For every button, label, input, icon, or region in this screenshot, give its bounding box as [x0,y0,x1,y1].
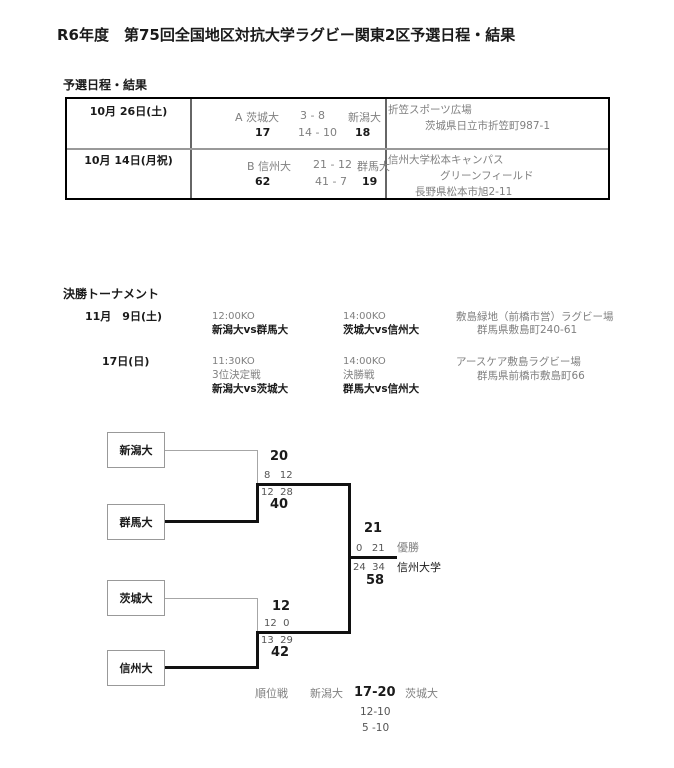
bracket-team-name: 群馬大 [119,516,153,529]
team-name: 新潟大 [348,111,381,124]
bracket-team-box: 茨城大 [107,580,165,616]
venue-name: 折笠スポーツ広場 [388,104,472,116]
total-score: 19 [362,175,378,188]
match-teams: 新潟大vs茨城大 [212,383,289,395]
bracket-line-advance [256,631,350,634]
bracket-line-loser-stub [165,598,257,599]
venue-name-2: グリーンフィールド [440,170,534,182]
score-total: 21 [364,521,383,536]
table-divider-horizontal [67,148,608,150]
venue-name: アースケア敷島ラグビー場 [456,356,581,368]
match-teams: 群馬大vs信州大 [343,383,420,395]
placement-label: 順位戦 [255,687,288,700]
placement-team: 茨城大 [405,687,438,700]
placement-half-score: 12-10 [360,706,391,718]
kickoff-time: 11:30KO [212,356,255,367]
bracket-team-name: 茨城大 [119,592,153,605]
placement-team: 新潟大 [310,687,343,700]
venue-name: 敷島緑地（前橋市営）ラグビー場 [456,311,614,323]
bracket-line-winner-stub [165,520,257,523]
match-label: 3位決定戦 [212,369,261,381]
qualifying-heading: 予選日程・結果 [63,78,148,92]
bracket-line-connector [257,598,258,632]
bracket-line-connector-bold [256,484,259,523]
kickoff-time: 14:00KO [343,311,386,322]
score-halves: 0 21 [356,543,385,554]
bracket-team-box: 群馬大 [107,504,165,540]
score-halves: 24 34 [353,562,385,573]
venue-name: 信州大学松本キャンパス [388,154,504,166]
placement-score: 17-20 [354,685,396,700]
bracket-line-advance [256,483,350,486]
match-label: 決勝戦 [343,369,375,381]
venue-address: 群馬県前橋市敷島町66 [477,370,585,382]
group-and-team: A 茨城大 [235,111,280,124]
score-total: 58 [366,573,385,588]
total-score: 17 [255,126,271,139]
bracket-team-name: 信州大 [119,662,153,675]
tournament-heading: 決勝トーナメント [63,287,160,301]
score-halves: 12 0 [264,618,290,629]
total-score: 18 [355,126,371,139]
first-half-score: 21 - 12 [313,158,352,171]
bracket-line-connector [257,450,258,484]
score-total: 42 [271,645,290,660]
total-score: 62 [255,175,271,188]
venue-address: 茨城県日立市折笠町987-1 [425,120,551,132]
kickoff-time: 12:00KO [212,311,255,322]
bracket-team-box: 新潟大 [107,432,165,468]
venue-address: 長野県松本市旭2-11 [415,186,513,198]
match-teams: 茨城大vs信州大 [343,324,420,336]
bracket-team-name: 新潟大 [119,444,153,457]
second-half-score: 41 - 7 [315,175,347,188]
bracket-line-winner-stub [165,666,257,669]
score-halves: 8 12 [264,470,293,481]
first-half-score: 3 - 8 [300,109,325,122]
champion-label: 優勝 [397,541,419,554]
group-and-team: B 信州大 [247,160,292,173]
match-teams: 新潟大vs群馬大 [212,324,289,336]
team-name: 群馬大 [357,160,390,173]
score-halves: 13 29 [261,635,293,646]
bracket-line-connector-bold [256,632,259,669]
placement-half-score: 5 -10 [362,722,390,734]
page-title: R6年度 第75回全国地区対抗大学ラグビー関東2区予選日程・結果 [57,26,516,44]
match-date: 10月 14日(月祝) [84,154,173,167]
bracket-line-champion [348,556,397,559]
score-halves: 12 28 [261,487,293,498]
second-half-score: 14 - 10 [298,126,337,139]
qualifying-table: 10月 26日(土) A 茨城大 3 - 8 新潟大 17 14 - 10 18… [65,97,610,200]
score-total: 12 [272,599,291,614]
bracket-team-box: 信州大 [107,650,165,686]
match-date: 10月 26日(土) [89,105,168,118]
score-total: 40 [270,497,289,512]
bracket-line-loser-stub [165,450,257,451]
score-total: 20 [270,449,289,464]
champion-name: 信州大学 [397,561,441,574]
kickoff-time: 14:00KO [343,356,386,367]
schedule-date: 11月 9日(土) [85,310,163,323]
schedule-date: 17日(日) [102,355,150,368]
venue-address: 群馬県敷島町240-61 [477,324,578,336]
